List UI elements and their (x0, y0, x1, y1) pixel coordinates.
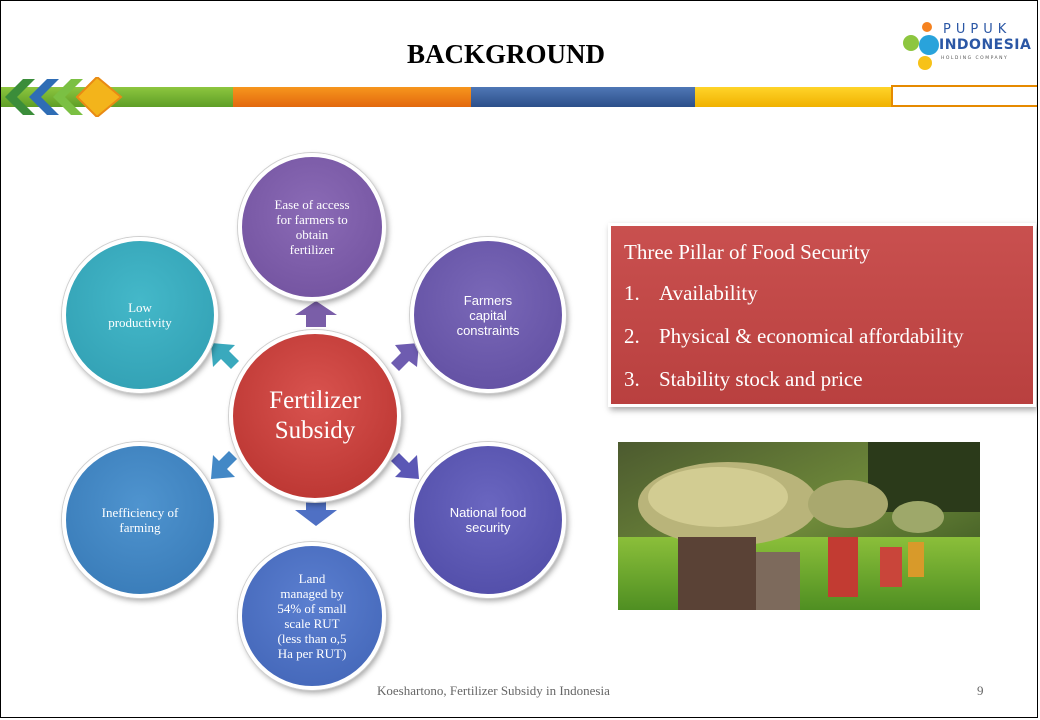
circle-text-line: obtain (295, 227, 329, 242)
page-number: 9 (977, 683, 984, 698)
arrow-up-right-icon (391, 343, 419, 371)
circle-text-line: security (465, 520, 511, 535)
band-orange (233, 87, 471, 107)
pillars-list: 1. Availability 2. Physical & economical a… (624, 272, 964, 401)
band-yellow (695, 87, 891, 107)
food-security-pillars-box: Three Pillar of Food Security 1. Availabi… (608, 223, 1036, 407)
circle-text-line: National food (449, 505, 527, 520)
logo-word-pupuk: PUPUK (943, 22, 1012, 37)
footer-text: Koeshartono, Fertilizer Subsidy in Indon… (377, 683, 610, 698)
list-item-number: 3. (624, 367, 640, 391)
circle-text-line: (less than o,5 (277, 631, 347, 646)
slide-title: BACKGROUND (406, 39, 605, 69)
circle-capital-constraints: Farmers capital constraints (410, 237, 566, 393)
list-item: 3. Stability stock and price (624, 358, 964, 401)
circle-text-line: Land (298, 571, 326, 586)
circle-text-line: managed by (280, 586, 344, 601)
band-outline-box (891, 85, 1037, 107)
list-item-number: 1. (624, 281, 640, 305)
center-text-line: Fertilizer (269, 387, 361, 414)
circle-national-food-security: National food security (410, 442, 566, 598)
pillars-title: Three Pillar of Food Security (624, 240, 871, 264)
list-item-text: Stability stock and price (659, 367, 863, 391)
circle-text-line: Low (128, 300, 152, 315)
circle-low-productivity: Low productivity (62, 237, 218, 393)
circle-text-line: capital (469, 307, 507, 323)
circle-text-line: Ha per RUT) (277, 646, 347, 661)
circle-text-line: scale RUT (284, 616, 340, 631)
logo-dots-icon (903, 22, 939, 70)
circle-text-line: Inefficiency of (101, 505, 179, 520)
list-item-text: Availability (659, 281, 758, 305)
circle-text-line: 54% of small (277, 601, 347, 616)
center-text-line: Subsidy (274, 417, 356, 444)
circle-ease-of-access: Ease of access for farmers to obtain fer… (238, 153, 386, 301)
logo-word-indonesia: INDONESIA (939, 37, 1032, 53)
arrow-up-icon (295, 301, 337, 327)
farmers-carrying-rice-photo (618, 442, 980, 610)
arrow-up-left-icon (211, 343, 239, 369)
circle-fertilizer-subsidy: Fertilizer Subsidy (229, 330, 401, 502)
list-item: 1. Availability (624, 272, 964, 315)
circle-text-line: for farmers to (276, 212, 348, 227)
arrow-down-icon (295, 498, 337, 526)
circle-text-line: farming (119, 520, 161, 535)
circle-text-line: Farmers (463, 292, 513, 308)
logo-word-holding: HOLDING COMPANY (941, 56, 1009, 61)
circle-text-line: productivity (108, 315, 172, 330)
arrow-down-left-icon (211, 451, 237, 479)
list-item: 2. Physical & economical affordability (624, 315, 964, 358)
circle-text-line: fertilizer (289, 242, 335, 257)
list-item-text: Physical & economical affordability (659, 324, 964, 348)
circle-inefficiency-of-farming: Inefficiency of farming (62, 442, 218, 598)
circle-text-line: constraints (456, 322, 520, 338)
circle-text-line: Ease of access (274, 197, 350, 212)
list-item-number: 2. (624, 324, 640, 348)
pupuk-indonesia-logo: PUPUK INDONESIA HOLDING COMPANY (895, 19, 1035, 77)
circle-land-managed: Land managed by 54% of small scale RUT (… (238, 542, 386, 690)
band-blue (471, 87, 695, 107)
arrow-down-right-icon (391, 453, 419, 479)
chevrons-icon (5, 77, 123, 117)
